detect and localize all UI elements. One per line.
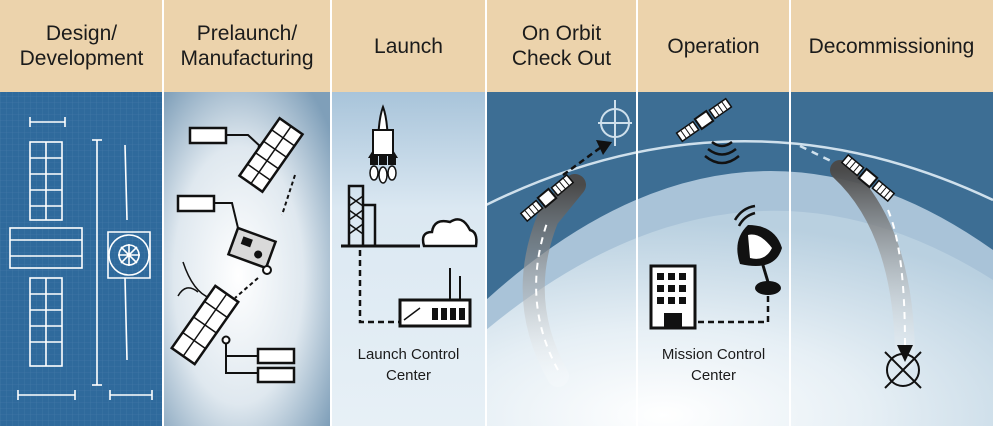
- cloud-icon: [421, 218, 478, 248]
- stage-title: On Orbit Check Out: [511, 22, 612, 70]
- blueprint-satellite-icon: [9, 117, 153, 400]
- stage-design: Design/ Development: [0, 0, 163, 92]
- control-center-icon: [398, 268, 472, 328]
- rocket-icon: [368, 104, 398, 184]
- connection-line: [695, 296, 770, 324]
- dish-antenna-icon: [733, 204, 782, 295]
- stage-title: Decommissioning: [808, 34, 975, 58]
- column-dividers: [162, 0, 791, 426]
- target-icon: [598, 100, 632, 146]
- stage-launch: Launch: [331, 0, 486, 92]
- stage-operation: Operation: [637, 0, 790, 92]
- signal-waves-icon: [704, 140, 740, 165]
- stage-title: Launch: [374, 34, 443, 58]
- label-box: [256, 347, 296, 365]
- launch-tower-icon: [341, 184, 420, 248]
- stage-on-orbit: On Orbit Check Out: [486, 0, 637, 92]
- mission-control-center-label: Mission Control Center: [661, 346, 766, 384]
- header-band: [0, 0, 993, 92]
- stage-title: Design/ Development: [19, 22, 144, 70]
- building-icon: [649, 264, 697, 330]
- label-box: [188, 126, 228, 145]
- label-box: [256, 366, 296, 384]
- connection-line: [358, 250, 400, 324]
- stage-decommissioning: Decommissioning: [790, 0, 993, 92]
- target-icon: [884, 351, 922, 389]
- stage-title: Operation: [667, 34, 760, 58]
- stage-prelaunch: Prelaunch/ Manufacturing: [163, 0, 331, 92]
- earth-surface: [486, 210, 993, 426]
- launch-panel-bg: [331, 92, 486, 426]
- stage-title: Prelaunch/ Manufacturing: [180, 22, 314, 70]
- orbit-line: [485, 140, 993, 207]
- exploded-satellite-icon: [169, 116, 305, 384]
- label-box: [176, 194, 216, 213]
- launch-control-center-label: Launch Control Center: [357, 346, 460, 384]
